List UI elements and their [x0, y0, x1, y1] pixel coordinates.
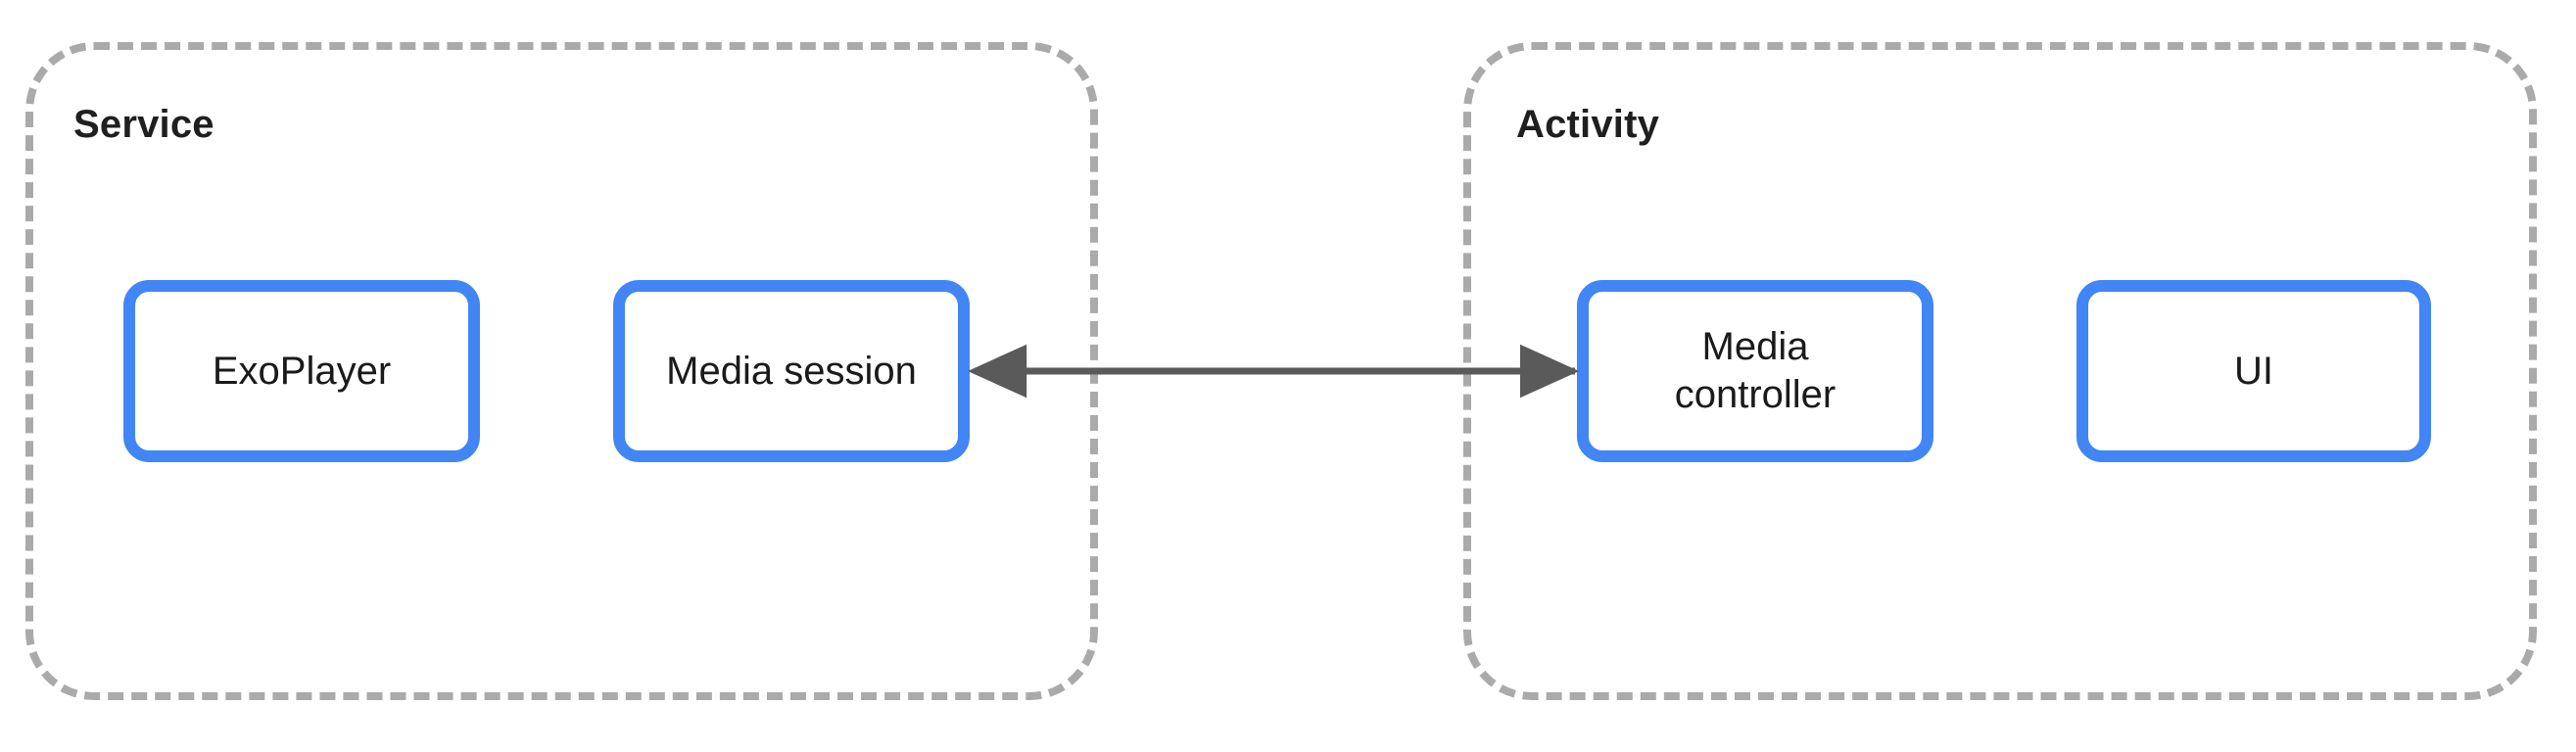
- node-media-session-label: Media session: [666, 349, 917, 393]
- node-ui-label: UI: [2234, 349, 2273, 393]
- node-ui[interactable]: UI: [2076, 280, 2431, 462]
- node-media-controller[interactable]: Media controller: [1577, 280, 1933, 462]
- container-service-label: Service: [73, 103, 215, 146]
- node-exoplayer[interactable]: ExoPlayer: [123, 280, 480, 462]
- node-media-session[interactable]: Media session: [613, 280, 970, 462]
- node-exoplayer-label: ExoPlayer: [212, 349, 392, 393]
- node-media-controller-label: Media controller: [1674, 325, 1837, 416]
- container-activity-label: Activity: [1516, 103, 1660, 146]
